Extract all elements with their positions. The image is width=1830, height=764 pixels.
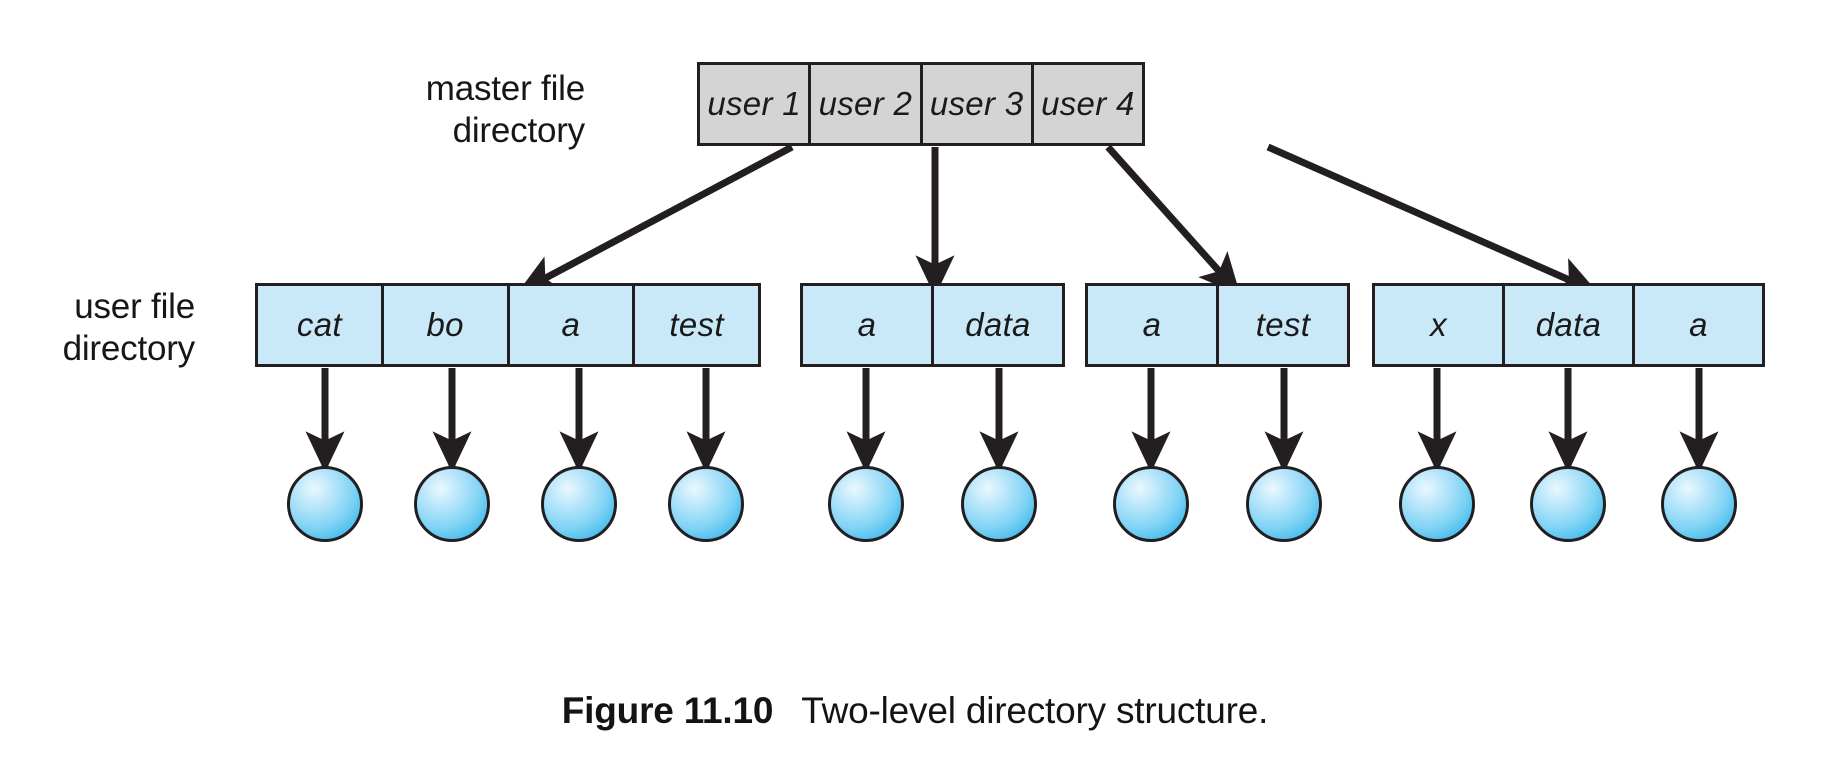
master-entry-user-2[interactable]: user 2 — [811, 65, 923, 143]
master-entry-user-1[interactable]: user 1 — [700, 65, 812, 143]
user-file-directory-table-2: a data — [800, 283, 1065, 367]
file-node-bo[interactable] — [414, 466, 490, 542]
file-node-data-2[interactable] — [1530, 466, 1606, 542]
file-node-a-3[interactable] — [1113, 466, 1189, 542]
user-file-directory-table-3: a test — [1085, 283, 1350, 367]
ufd4-entry-a[interactable]: a — [1635, 286, 1762, 364]
file-node-a-2[interactable] — [828, 466, 904, 542]
file-node-cat[interactable] — [287, 466, 363, 542]
ufd1-entry-cat[interactable]: cat — [258, 286, 384, 364]
file-node-test-2[interactable] — [1246, 466, 1322, 542]
ufd2-entry-a[interactable]: a — [803, 286, 934, 364]
ufd1-entry-test[interactable]: test — [635, 286, 758, 364]
ufd1-entry-a[interactable]: a — [509, 286, 636, 364]
file-node-x[interactable] — [1399, 466, 1475, 542]
figure-caption-label: Figure 11.10 — [561, 690, 774, 731]
ufd4-entry-data[interactable]: data — [1505, 286, 1635, 364]
arrow-user1-to-ufd0 — [517, 143, 794, 294]
arrow-user3-to-ufd2 — [1105, 144, 1241, 295]
master-entry-user-4[interactable]: user 4 — [1033, 65, 1142, 143]
user-file-directory-label: user file directory — [62, 287, 196, 368]
ufd-to-file-arrows — [305, 368, 1719, 473]
master-file-directory-label: master file directory — [425, 69, 585, 150]
file-node-data-1[interactable] — [961, 466, 1037, 542]
figure-caption: Figure 11.10 Two-level directory structur… — [0, 690, 1830, 732]
ufd3-entry-test[interactable]: test — [1219, 286, 1347, 364]
user-file-directory-table-1: cat bo a test — [255, 283, 761, 367]
ufd1-entry-bo[interactable]: bo — [383, 286, 510, 364]
figure-caption-text: Two-level directory structure. — [801, 690, 1269, 731]
mfd-to-ufd-arrows — [517, 143, 1598, 297]
ufd4-entry-x[interactable]: x — [1375, 286, 1505, 364]
master-file-directory-table: user 1 user 2 user 3 user 4 — [697, 62, 1145, 146]
ufd2-entry-data[interactable]: data — [934, 286, 1062, 364]
file-node-test-1[interactable] — [668, 466, 744, 542]
arrow-user4-to-ufd3 — [1266, 143, 1598, 294]
user-file-directory-table-4: x data a — [1372, 283, 1765, 367]
file-node-a-4[interactable] — [1661, 466, 1737, 542]
ufd3-entry-a[interactable]: a — [1088, 286, 1219, 364]
master-entry-user-3[interactable]: user 3 — [922, 65, 1034, 143]
file-node-a-1[interactable] — [541, 466, 617, 542]
